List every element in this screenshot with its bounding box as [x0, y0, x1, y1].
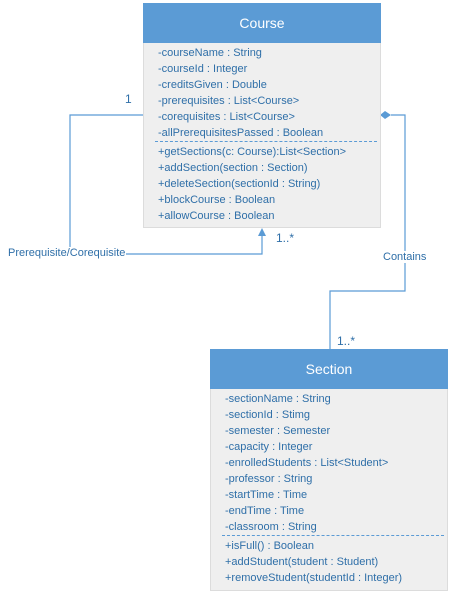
course-attribute: -courseId : Integer: [158, 63, 248, 75]
composition-line[interactable]: [329, 114, 406, 349]
course-attribute: -prerequisites : List<Course>: [158, 95, 300, 107]
course-operation: +addSection(section : Section): [158, 162, 308, 174]
course-operation: +allowCourse : Boolean: [158, 210, 275, 222]
self-association-arrowhead: [258, 228, 266, 236]
section-attribute: -sectionName : String: [225, 393, 331, 405]
course-class-title: Course: [143, 3, 381, 43]
section-operation: +removeStudent(studentId : Integer): [225, 572, 403, 584]
section-separator: [222, 535, 444, 536]
composition-label: Contains: [382, 251, 428, 263]
section-attribute: -classroom : String: [225, 521, 317, 533]
section-attribute: -capacity : Integer: [225, 441, 313, 453]
course-separator: [155, 141, 377, 142]
section-operation: +addStudent(student : Student): [225, 556, 379, 568]
course-operations: +getSections(c: Course):List<Section> +a…: [143, 142, 381, 224]
course-attribute: -courseName : String: [158, 47, 262, 59]
course-attribute: -creditsGiven : Double: [158, 79, 267, 91]
composition-diamond-icon: [380, 111, 391, 119]
course-attributes: -courseName : String -courseId : Integer…: [143, 43, 381, 141]
course-operation: +blockCourse : Boolean: [158, 194, 276, 206]
section-attributes: -sectionName : String -sectionId : Stimg…: [210, 389, 448, 535]
section-attribute: -sectionId : Stimg: [225, 409, 310, 421]
course-attribute: -corequisites : List<Course>: [158, 111, 295, 123]
course-operation: +deleteSection(sectionId : String): [158, 178, 321, 190]
course-class-box[interactable]: Course -courseName : String -courseId : …: [143, 3, 381, 228]
section-class-box[interactable]: Section -sectionName : String -sectionId…: [210, 349, 448, 591]
section-attribute: -startTime : Time: [225, 489, 308, 501]
composition-target-multiplicity: 1..*: [337, 334, 356, 348]
self-association-source-multiplicity: 1: [125, 92, 132, 106]
self-association-label: Prerequisite/Corequisite: [7, 247, 127, 259]
section-class-title: Section: [210, 349, 448, 389]
course-attribute: -allPrerequisitesPassed : Boolean: [158, 127, 324, 139]
section-operation: +isFull() : Boolean: [225, 540, 314, 552]
course-operation: +getSections(c: Course):List<Section>: [158, 146, 347, 158]
section-attribute: -endTime : Time: [225, 505, 305, 517]
section-attribute: -enrolledStudents : List<Student>: [225, 457, 389, 469]
self-association-target-multiplicity: 1..*: [276, 231, 295, 245]
section-operations: +isFull() : Boolean +addStudent(student …: [210, 536, 448, 586]
section-attribute: -professor : String: [225, 473, 313, 485]
section-attribute: -semester : Semester: [225, 425, 331, 437]
